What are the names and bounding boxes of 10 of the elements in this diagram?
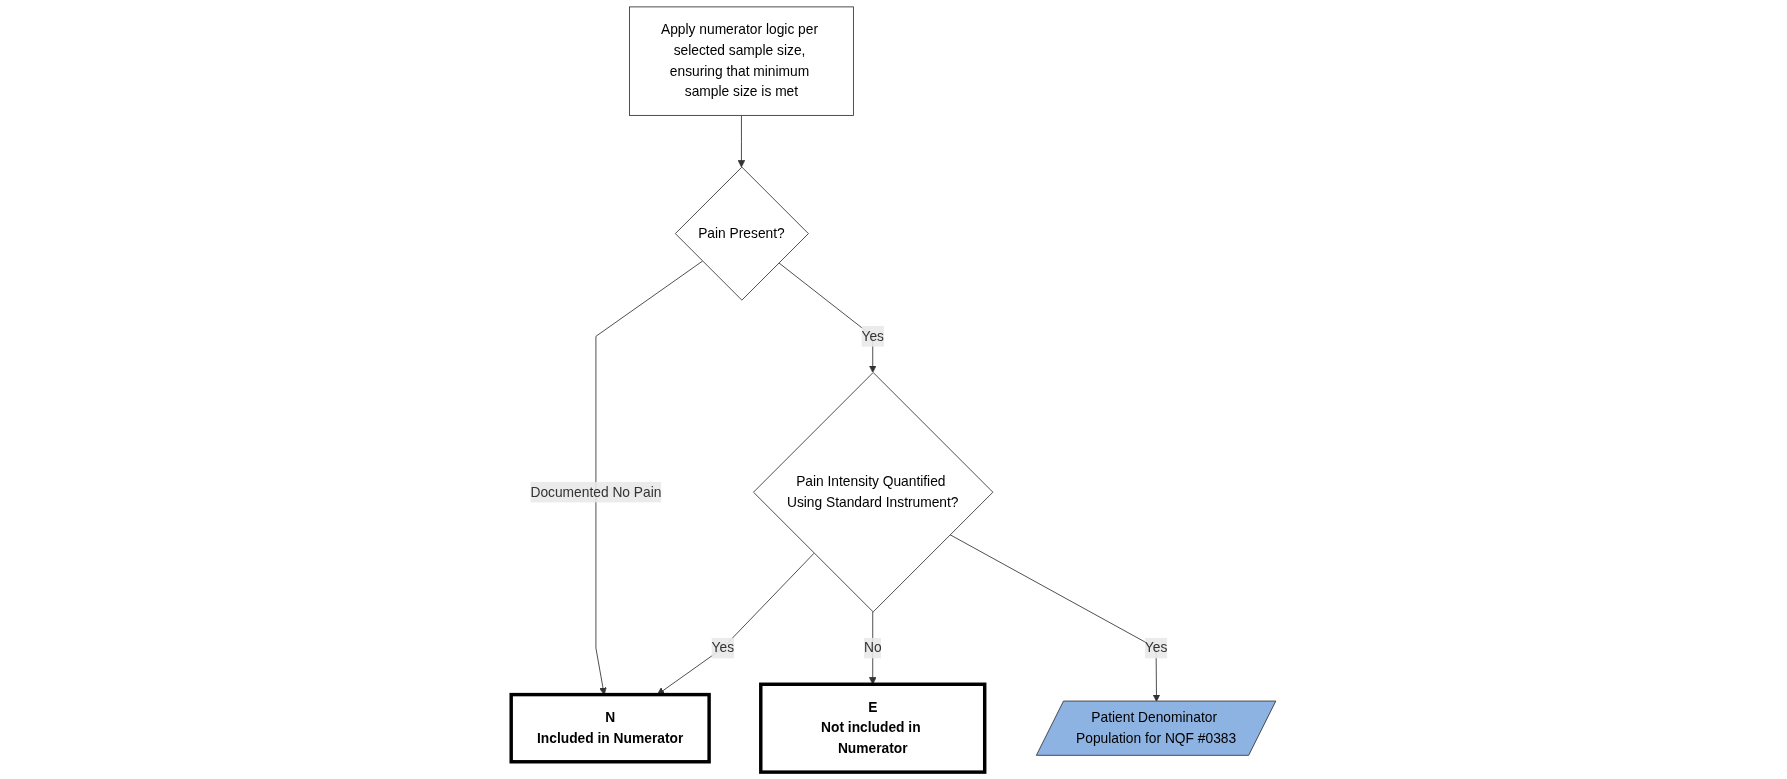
edge-label: Documented No Pain [530, 484, 662, 500]
edge-label: Yes [861, 328, 884, 344]
edge-label: No [863, 640, 882, 655]
node-box: N Included in Numerator [509, 692, 711, 764]
edge-label: Yes [711, 640, 735, 655]
node-diamond: Pain Present? [674, 166, 809, 301]
node-box: E Not included in Numerator [759, 682, 987, 774]
node-diamond: Pain Intensity Quantified Using Standard Instrument? [753, 372, 994, 613]
node-box: Apply numerator logic per selected sample size, ensuring that minimum sample size is met [629, 6, 854, 116]
edge-label: Yes [1144, 640, 1168, 655]
